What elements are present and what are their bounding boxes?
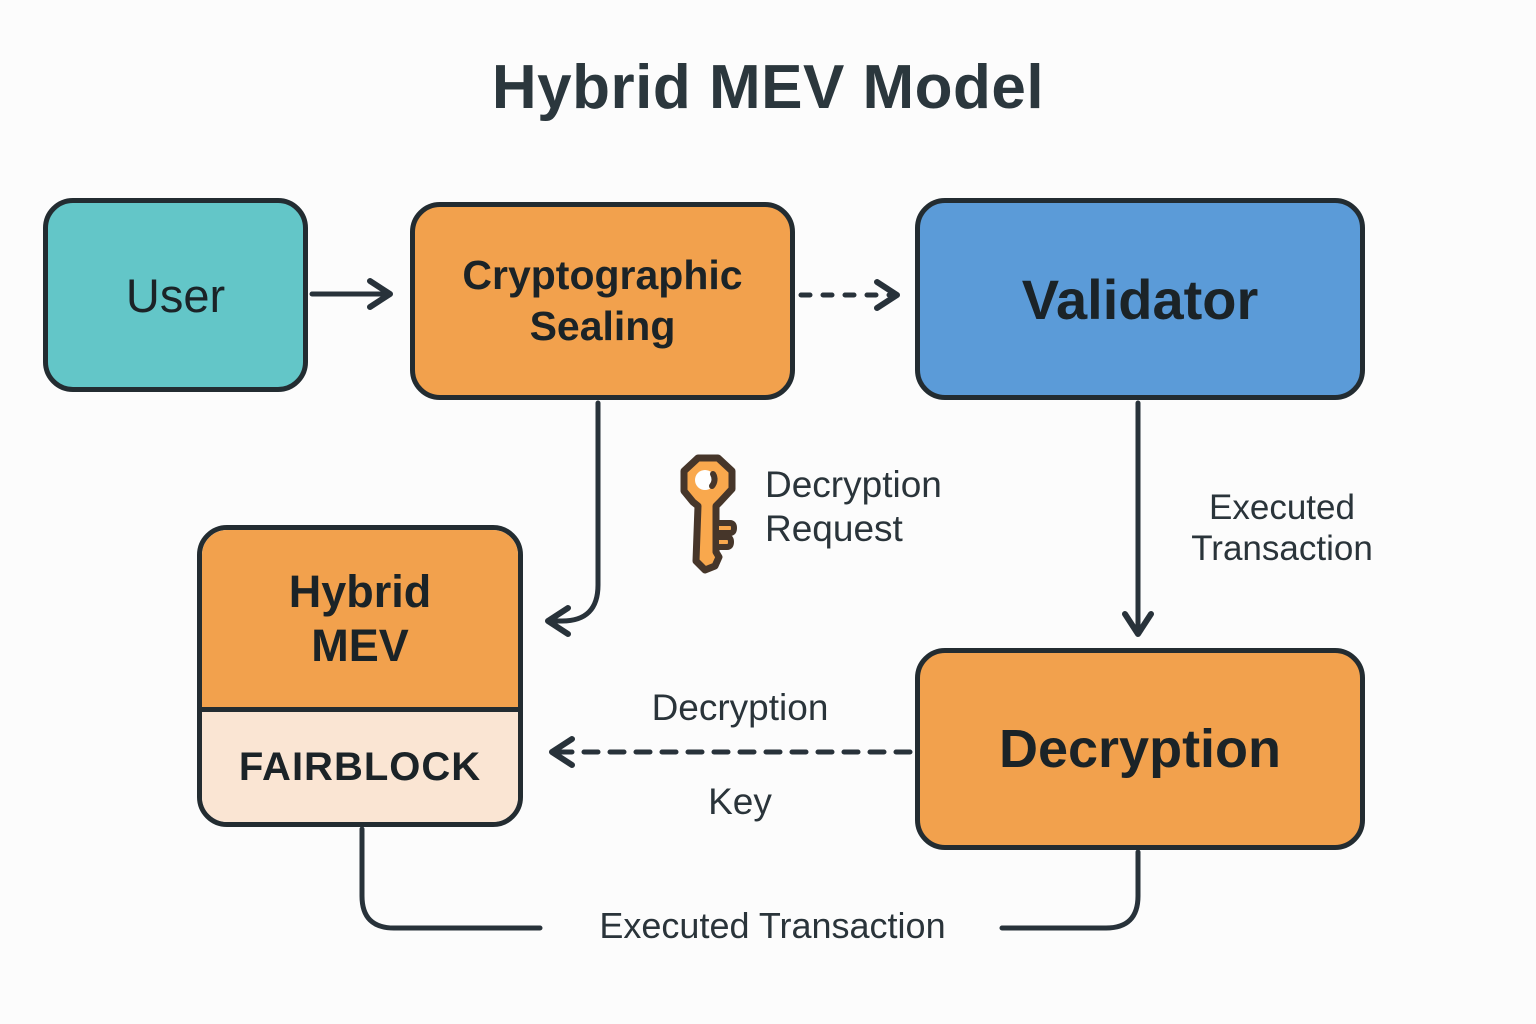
connector-decryption-to-bottom	[999, 849, 1141, 931]
fairblock-label: FAIRBLOCK	[238, 744, 482, 789]
node-user: User	[43, 198, 308, 392]
hybrid-fairblock-divider	[202, 707, 518, 712]
fairblock-section: FAIRBLOCK	[202, 712, 518, 822]
node-decryption-label: Decryption	[998, 719, 1282, 779]
label-decryption-key-line1: Decryption	[651, 687, 829, 728]
hybrid-mev-section: Hybrid MEV	[202, 530, 518, 707]
node-validator-label: Validator	[1021, 267, 1259, 331]
label-decryption-key-line2: Key	[708, 781, 772, 822]
node-cryptographic-sealing: Cryptographic Sealing	[410, 202, 795, 400]
node-validator: Validator	[915, 198, 1365, 400]
label-executed-transaction-right: Executed Transaction	[1191, 488, 1373, 569]
label-executed-transaction-bottom: Executed Transaction	[599, 905, 946, 946]
hybrid-mev-label: Hybrid MEV	[288, 565, 432, 671]
node-cryptographic-sealing-label: Cryptographic Sealing	[462, 251, 743, 349]
node-decryption: Decryption	[915, 648, 1365, 850]
diagram-title: Hybrid MEV Model	[491, 53, 1045, 122]
connector-fairblock-to-bottom	[359, 826, 543, 931]
key-icon	[680, 454, 737, 574]
node-hybrid-mev-fairblock: Hybrid MEV FAIRBLOCK	[197, 525, 523, 827]
node-user-label: User	[125, 268, 226, 322]
label-decryption-request: Decryption Request	[765, 464, 942, 549]
arrow-sealing-to-hybrid-mev	[545, 400, 601, 637]
